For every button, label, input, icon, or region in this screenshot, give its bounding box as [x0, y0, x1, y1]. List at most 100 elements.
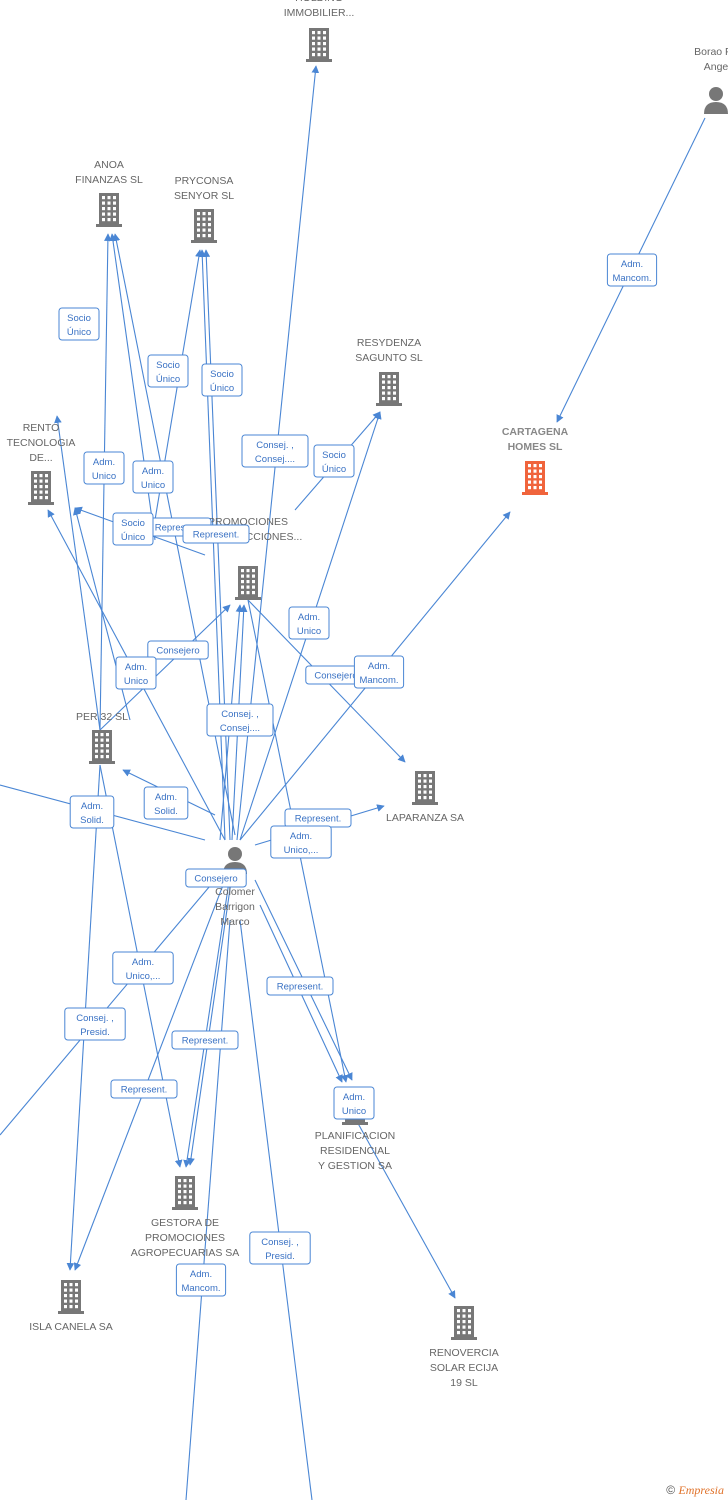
company-icon[interactable]	[172, 1176, 198, 1210]
relation-box[interactable]	[115, 656, 157, 690]
relation-label[interactable]: Consej. ,Presid.	[249, 1231, 311, 1265]
relation-box[interactable]	[112, 951, 174, 985]
relation-label[interactable]: Adm.Mancom.	[353, 655, 405, 689]
node-label-colomer[interactable]: Barrigon	[215, 901, 255, 913]
company-icon[interactable]	[376, 372, 402, 406]
relation-box[interactable]	[270, 825, 332, 859]
node-label-renovercia[interactable]: RENOVERCIA	[429, 1347, 498, 1359]
company-icon[interactable]	[235, 566, 261, 600]
relation-label[interactable]: Adm.Unico	[115, 656, 157, 690]
node-label-renovercia[interactable]: 19 SL	[450, 1377, 478, 1389]
relation-label[interactable]: Represent.	[284, 808, 352, 828]
company-icon[interactable]	[28, 471, 54, 505]
node-label-planificacion[interactable]: Y GESTION SA	[318, 1160, 392, 1172]
relation-box[interactable]	[249, 1231, 311, 1265]
node-label-cartagena[interactable]: CARTAGENA	[502, 426, 569, 438]
relation-label[interactable]: Consejero	[147, 640, 209, 660]
node-label-gestora[interactable]: PROMOCIONES	[145, 1232, 225, 1244]
relation-box[interactable]	[58, 307, 100, 341]
node-label-rento[interactable]: RENTO	[23, 422, 60, 434]
relation-label[interactable]: Adm.Unico	[288, 606, 330, 640]
relation-box[interactable]	[288, 606, 330, 640]
node-label-laparanza[interactable]: LAPARANZA SA	[386, 812, 464, 824]
relation-label[interactable]: Adm.Solid.	[143, 786, 189, 820]
node-label-gestora[interactable]: GESTORA DE	[151, 1217, 219, 1229]
node-label-pryconsa[interactable]: SENYOR SL	[174, 190, 234, 202]
relation-box[interactable]	[132, 460, 174, 494]
company-icon[interactable]	[412, 771, 438, 805]
relation-label[interactable]: Adm.Unico	[333, 1086, 375, 1120]
relation-box[interactable]	[112, 512, 154, 546]
relation-label[interactable]: Represent.	[266, 976, 334, 996]
relation-box[interactable]	[147, 354, 189, 388]
relation-box[interactable]	[175, 1263, 227, 1297]
person-icon[interactable]	[704, 87, 728, 114]
node-label-anoa[interactable]: FINANZAS SL	[75, 174, 143, 186]
relation-label[interactable]: Consejero	[185, 868, 247, 888]
node-label-gestora[interactable]: AGROPECUARIAS SA	[131, 1247, 240, 1259]
relation-box[interactable]	[606, 253, 658, 287]
relation-box[interactable]	[313, 444, 355, 478]
relation-box[interactable]	[64, 1007, 126, 1041]
relation-box[interactable]	[147, 640, 209, 660]
relation-box[interactable]	[171, 1030, 239, 1050]
relation-box[interactable]	[185, 868, 247, 888]
relation-label[interactable]: Represent.	[110, 1079, 178, 1099]
node-label-colomer[interactable]: Colomer	[215, 886, 255, 898]
node-label-resydenza[interactable]: SAGUNTO SL	[355, 352, 423, 364]
relation-box[interactable]	[333, 1086, 375, 1120]
node-label-anoa[interactable]: ANOA	[94, 159, 124, 171]
relation-label[interactable]: Adm.Unico,...	[270, 825, 332, 859]
relation-box[interactable]	[206, 703, 274, 737]
company-icon[interactable]	[191, 209, 217, 243]
relation-label[interactable]: Consej. ,Presid.	[64, 1007, 126, 1041]
relation-label[interactable]: Adm.Unico,...	[112, 951, 174, 985]
node-label-holding[interactable]: IMMOBILIER...	[284, 7, 355, 19]
node-label-pryconsa[interactable]: PRYCONSA	[175, 175, 234, 187]
brand-logo[interactable]: Empresia	[678, 1483, 724, 1497]
node-label-rento[interactable]: TECNOLOGIA	[7, 437, 76, 449]
relation-box[interactable]	[110, 1079, 178, 1099]
relation-label[interactable]: Adm.Unico	[132, 460, 174, 494]
node-label-planificacion[interactable]: PLANIFICACION	[315, 1130, 396, 1142]
company-icon[interactable]	[451, 1306, 477, 1340]
node-label-resydenza[interactable]: RESYDENZA	[357, 337, 421, 349]
node-label-cartagena[interactable]: HOMES SL	[508, 441, 563, 453]
node-label-borao[interactable]: Ange	[704, 61, 728, 73]
company-icon[interactable]	[96, 193, 122, 227]
node-label-borao[interactable]: Borao Pa	[694, 46, 728, 58]
relation-label[interactable]: Adm.Unico	[83, 451, 125, 485]
node-label-holding[interactable]: HOLDING	[295, 0, 343, 4]
relation-label[interactable]: Consej. ,Consej....	[241, 434, 309, 468]
node-label-per32[interactable]: PER 32 SL	[76, 711, 128, 723]
company-icon[interactable]	[58, 1280, 84, 1314]
relation-box[interactable]	[69, 795, 115, 829]
node-label-renovercia[interactable]: SOLAR ECIJA	[430, 1362, 498, 1374]
node-label-isla[interactable]: ISLA CANELA SA	[29, 1321, 112, 1333]
relation-label[interactable]: Represent.	[171, 1030, 239, 1050]
relation-label[interactable]: Adm.Solid.	[69, 795, 115, 829]
relation-label[interactable]: Adm.Mancom.	[606, 253, 658, 287]
relation-box[interactable]	[83, 451, 125, 485]
company-icon[interactable]	[89, 730, 115, 764]
relation-label[interactable]: Consej. ,Consej....	[206, 703, 274, 737]
relation-box[interactable]	[143, 786, 189, 820]
relation-label[interactable]: Represent.	[182, 524, 250, 544]
company-icon[interactable]	[306, 28, 332, 62]
relation-label[interactable]: Adm.Mancom.	[175, 1263, 227, 1297]
node-label-colomer[interactable]: Marco	[220, 916, 249, 928]
relation-box[interactable]	[201, 363, 243, 397]
relation-box[interactable]	[353, 655, 405, 689]
node-label-rento[interactable]: DE...	[29, 452, 52, 464]
edge-line-15	[99, 604, 231, 731]
relation-box[interactable]	[266, 976, 334, 996]
relation-box[interactable]	[241, 434, 309, 468]
main-company-icon[interactable]	[522, 461, 548, 495]
relation-box[interactable]	[182, 524, 250, 544]
node-label-planificacion[interactable]: RESIDENCIAL	[320, 1145, 390, 1157]
